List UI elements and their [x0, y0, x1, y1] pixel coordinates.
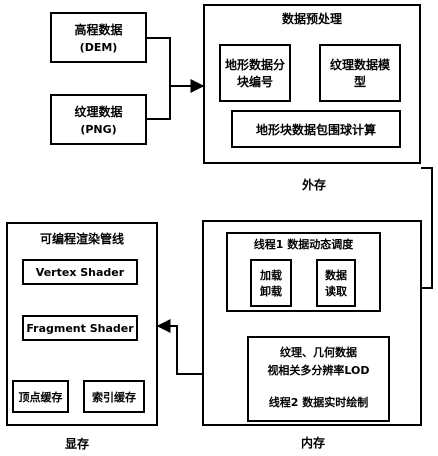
dem-format: (DEM)	[79, 41, 118, 54]
png-format: (PNG)	[80, 123, 117, 136]
block-partition-label: 地形数据分块编号	[225, 58, 286, 89]
load-unload-box: 加载卸载	[250, 259, 292, 307]
png-label: 纹理数据	[74, 105, 123, 119]
lod-line2: 视相关多分辨率LOD	[267, 364, 370, 377]
vertex-shader-label: Vertex Shader	[35, 265, 125, 279]
gpu-title: 可编程渲染管线	[39, 232, 124, 246]
bounding-sphere-label: 地形块数据包围球计算	[255, 122, 376, 137]
thread1-title: 线程1 数据动态调度	[253, 238, 354, 251]
texture-model-label: 纹理数据模型	[329, 58, 390, 89]
png-box: 纹理数据 (PNG)	[50, 94, 147, 145]
data-read-box: 数据读取	[316, 259, 356, 307]
block-partition-box: 地形数据分块编号	[219, 44, 291, 102]
dem-connector	[147, 37, 171, 86]
vertex-shader-box: Vertex Shader	[22, 259, 138, 285]
dem-label: 高程数据	[74, 23, 123, 37]
texture-model-box: 纹理数据模型	[319, 44, 401, 102]
fragment-shader-box: Fragment Shader	[22, 315, 138, 341]
index-cache-label: 索引缓存	[92, 390, 136, 404]
preprocess-title: 数据预处理	[281, 12, 342, 26]
vertex-cache-box: 顶点缓存	[12, 380, 69, 413]
thread1-box: 线程1 数据动态调度 加载卸载 数据读取	[226, 232, 381, 312]
bounding-sphere-box: 地形块数据包围球计算	[231, 110, 401, 148]
preprocess-container: 数据预处理 地形数据分块编号 纹理数据模型 地形块数据包围球计算	[203, 4, 421, 164]
lod-line1: 纹理、几何数据	[280, 346, 357, 359]
gpu-container: 可编程渲染管线 Vertex Shader Fragment Shader 顶点…	[6, 222, 158, 426]
memory-container: 线程1 数据动态调度 加载卸载 数据读取 纹理、几何数据 视相关多分辨率LOD …	[202, 220, 422, 426]
external-storage-caption: 外存	[301, 178, 326, 192]
load-unload-label: 加载卸载	[260, 269, 282, 298]
png-connector	[147, 86, 171, 120]
thread2-box: 纹理、几何数据 视相关多分辨率LOD 线程2 数据实时绘制	[247, 336, 390, 422]
dem-box: 高程数据 (DEM)	[50, 12, 147, 63]
memory-caption: 内存	[300, 436, 325, 450]
index-cache-box: 索引缓存	[83, 380, 145, 413]
data-read-label: 数据读取	[325, 269, 347, 298]
vertex-cache-label: 顶点缓存	[18, 390, 63, 404]
fragment-shader-label: Fragment Shader	[26, 321, 134, 335]
gpu-caption: 显存	[64, 437, 89, 451]
thread2-title: 线程2 数据实时绘制	[268, 396, 369, 409]
